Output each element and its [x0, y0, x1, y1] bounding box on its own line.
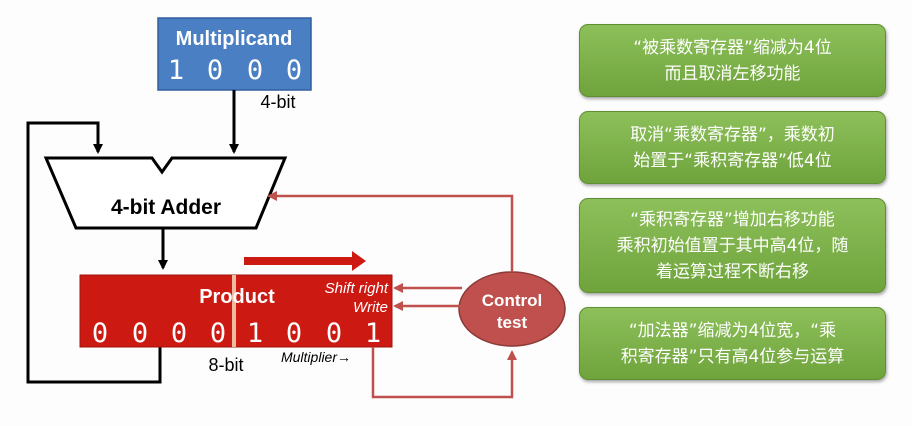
- multiplicand-bit: 1: [168, 55, 184, 86]
- product-bit: 0: [171, 318, 187, 349]
- note-line: 始置于“乘积寄存器”低4位: [633, 150, 832, 171]
- multiplier-label: Multiplier→: [281, 349, 351, 365]
- product-bit: 0: [132, 318, 148, 349]
- note-line: “乘积寄存器”增加右移功能: [630, 209, 835, 230]
- control-unit: Control test: [458, 271, 566, 347]
- product-bit: 1: [247, 318, 263, 349]
- product-width-label: 8-bit: [208, 355, 243, 375]
- adder: 4-bit Adder: [43, 156, 288, 230]
- product-feedback-wire: [26, 121, 162, 384]
- multiplicand-width-label: 4-bit: [260, 92, 295, 112]
- product-bit: 0: [92, 318, 108, 349]
- product-half-divider: [232, 275, 236, 347]
- multiplier-lsb-wire: [371, 347, 517, 399]
- multiplicand-bit: 0: [247, 55, 263, 86]
- note-line: 乘积初始值置于其中高4位，随: [616, 235, 849, 256]
- note-line: “加法器”缩减为4位宽，“乘: [628, 320, 837, 341]
- note-card: “乘积寄存器”增加右移功能 乘积初始值置于其中高4位，随 着运算过程不断右移: [579, 198, 886, 293]
- product-bit: 1: [365, 318, 381, 349]
- note-line: “被乘数寄存器”缩减为4位: [633, 37, 832, 58]
- note-line: 积寄存器”只有高4位参与运算: [620, 346, 845, 367]
- product-register: Product Shift right Write 0 0 0 0 1 0 0 …: [79, 274, 393, 349]
- note-card: “被乘数寄存器”缩减为4位 而且取消左移功能: [579, 24, 886, 97]
- adder-label: 4-bit Adder: [111, 196, 221, 219]
- control-to-adder-wire: [267, 191, 514, 272]
- product-bit: 0: [326, 318, 342, 349]
- note-card: “加法器”缩减为4位宽，“乘 积寄存器”只有高4位参与运算: [579, 307, 886, 380]
- multiplicand-bit: 0: [207, 55, 223, 86]
- note-card: 取消“乘数寄存器”，乘数初 始置于“乘积寄存器”低4位: [579, 111, 886, 184]
- write-label: Write: [353, 299, 388, 316]
- control-label: Control: [482, 291, 542, 310]
- shift-right-arrow: [244, 251, 366, 271]
- note-line: 取消“乘数寄存器”，乘数初: [630, 124, 835, 145]
- multiplicand-title: Multiplicand: [176, 28, 293, 50]
- product-bit: 0: [210, 318, 226, 349]
- note-line: 而且取消左移功能: [664, 63, 801, 84]
- shift-right-label: Shift right: [325, 280, 389, 297]
- product-bit: 0: [286, 318, 302, 349]
- product-title: Product: [199, 286, 275, 308]
- multiplicand-register: Multiplicand 1 0 0 0: [157, 17, 312, 91]
- note-line: 着运算过程不断右移: [656, 261, 809, 282]
- control-label: test: [497, 313, 528, 332]
- multiplicand-bit: 0: [286, 55, 302, 86]
